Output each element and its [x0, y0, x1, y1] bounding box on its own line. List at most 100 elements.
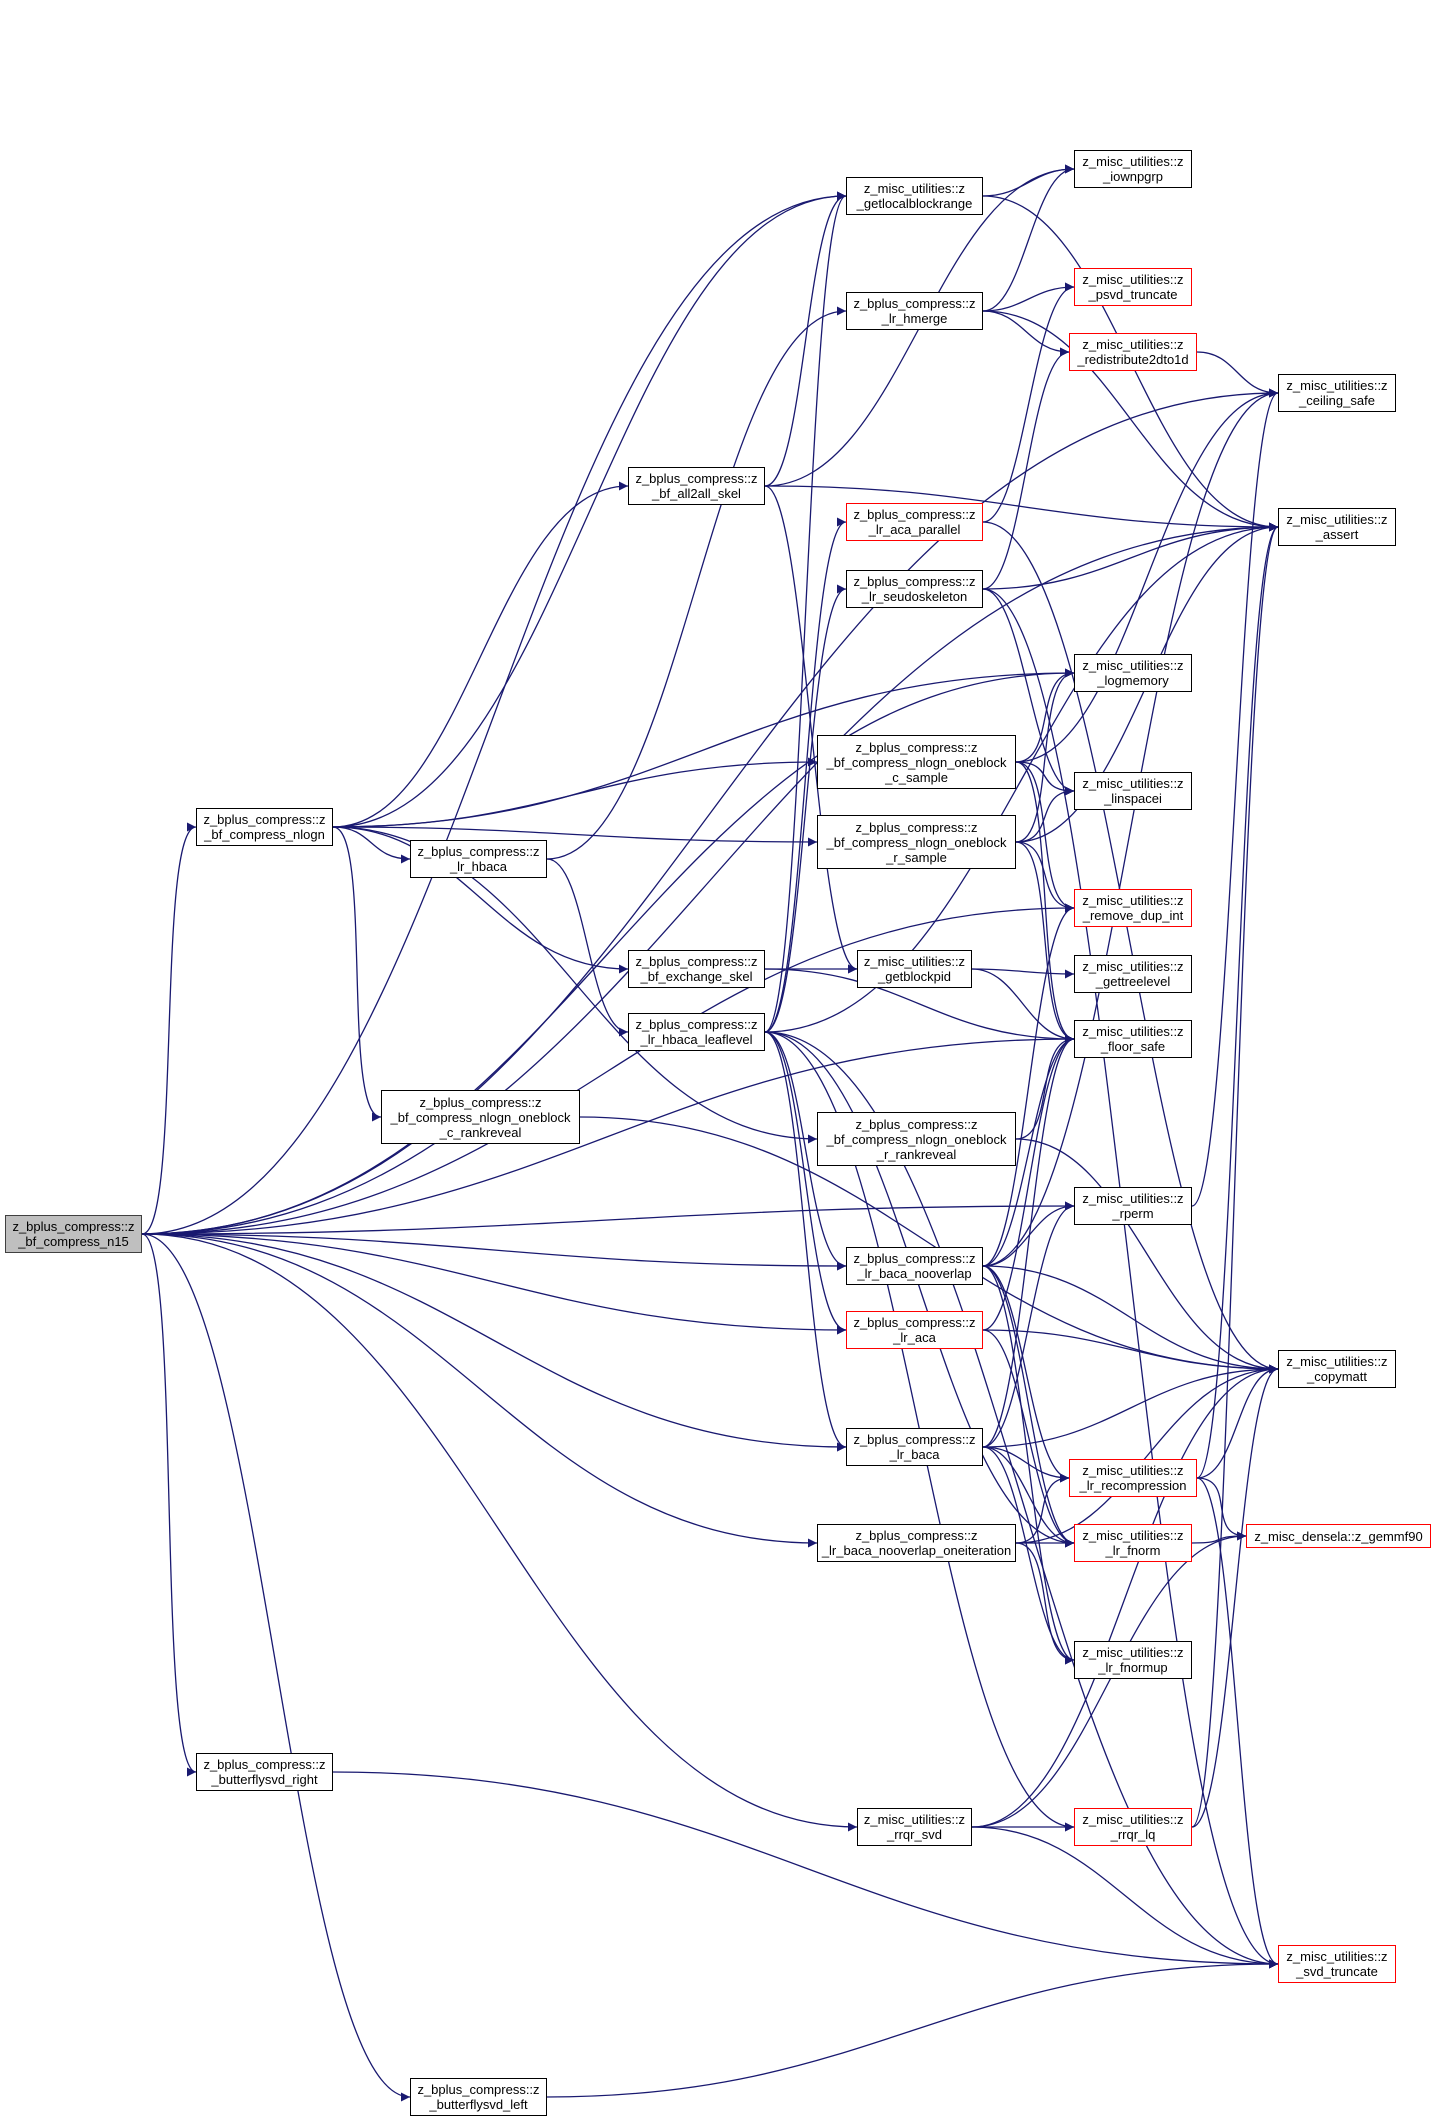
node-label: z_bplus_compress::z _lr_aca: [853, 1315, 976, 1345]
edge-nlogn-to-lr_hbaca: [332, 826, 411, 864]
node-gemmf90[interactable]: z_misc_densela::z_gemmf90: [1246, 1524, 1431, 1548]
node-gettreelevel[interactable]: z_misc_utilities::z _gettreelevel: [1074, 955, 1192, 993]
node-label: z_bplus_compress::z _butterflysvd_right: [203, 1757, 326, 1787]
edge-root-to-butterflysvd_left: [141, 1233, 411, 2102]
edge-hbaca_leaflevel-to-lr_fnorm: [764, 1031, 1075, 1548]
edge-rrqr_svd-to-copymatt: [971, 1364, 1279, 1828]
edge-nlogn-to-getlocalblockrange: [332, 191, 847, 828]
node-label: z_misc_utilities::z _rperm: [1082, 1191, 1184, 1221]
node-lr-aca-parallel[interactable]: z_bplus_compress::z _lr_aca_parallel: [846, 503, 983, 541]
node-butterflysvd-left[interactable]: z_bplus_compress::z _butterflysvd_left: [410, 2078, 547, 2116]
edge-hbaca_leaflevel-to-lr_seudoskeleton: [764, 584, 847, 1033]
edge-getblockpid-to-floor_safe: [971, 968, 1075, 1044]
edge-lr_hmerge-to-psvd_truncate: [982, 282, 1075, 312]
edge-lr_aca_parallel-to-psvd_truncate: [982, 282, 1075, 523]
edge-layer: [141, 164, 1279, 2102]
edge-redistribute2dto1d-to-ceiling_safe: [1196, 351, 1279, 398]
node-label: z_bplus_compress::z _lr_baca_nooverlap: [853, 1251, 976, 1281]
node-lr-hmerge[interactable]: z_bplus_compress::z _lr_hmerge: [846, 292, 983, 330]
node-linspacei[interactable]: z_misc_utilities::z _linspacei: [1074, 772, 1192, 810]
node-bf-exchange-skel[interactable]: z_bplus_compress::z _bf_exchange_skel: [628, 950, 765, 988]
node-redistribute2dto1d[interactable]: z_misc_utilities::z _redistribute2dto1d: [1069, 333, 1197, 371]
edge-root-to-baca_nooverlap_oneiteration: [141, 1233, 818, 1548]
edge-oneblock_c_sample-to-floor_safe: [1015, 761, 1075, 1044]
node-rperm[interactable]: z_misc_utilities::z _rperm: [1074, 1187, 1192, 1225]
node-lr-baca-nooverlap[interactable]: z_bplus_compress::z _lr_baca_nooverlap: [846, 1247, 983, 1285]
node-remove-dup-int[interactable]: z_misc_utilities::z _remove_dup_int: [1074, 889, 1192, 927]
edge-rrqr_svd-to-svd_truncate: [971, 1826, 1279, 1969]
edge-butterflysvd_left-to-svd_truncate: [546, 1959, 1279, 2098]
node-lr-recompression[interactable]: z_misc_utilities::z _lr_recompression: [1069, 1459, 1197, 1497]
edge-hbaca_leaflevel-to-lr_baca_nooverlap: [764, 1031, 847, 1271]
edge-root-to-lr_baca_nooverlap: [141, 1233, 847, 1271]
node-label: z_misc_utilities::z _logmemory: [1082, 658, 1184, 688]
edge-lr_baca-to-lr_recompression: [982, 1446, 1070, 1483]
node-psvd-truncate[interactable]: z_misc_utilities::z _psvd_truncate: [1074, 268, 1192, 306]
node-lr-hbaca-leaflevel[interactable]: z_bplus_compress::z _lr_hbaca_leaflevel: [628, 1013, 765, 1051]
node-label: z_misc_utilities::z _rrqr_svd: [863, 1812, 966, 1842]
node-label: z_misc_utilities::z _assert: [1286, 512, 1388, 542]
edge-lr_aca-to-floor_safe: [982, 1034, 1075, 1331]
node-label: z_misc_utilities::z _remove_dup_int: [1082, 893, 1184, 923]
edge-oneblock_c_sample-to-logmemory: [1015, 668, 1075, 763]
edge-nlogn-to-all2all_skel: [332, 481, 629, 828]
edge-root-to-assert: [141, 522, 1279, 1235]
node-svd-truncate[interactable]: z_misc_utilities::z _svd_truncate: [1278, 1945, 1396, 1983]
edge-butterflysvd_right-to-svd_truncate: [332, 1771, 1279, 1969]
edge-lr_recompression-to-gemmf90: [1196, 1477, 1247, 1541]
node-label: z_misc_utilities::z _gettreelevel: [1082, 959, 1184, 989]
node-butterflysvd-right[interactable]: z_bplus_compress::z _butterflysvd_right: [196, 1753, 333, 1791]
edge-getblockpid-to-gettreelevel: [971, 968, 1075, 979]
node-bf-all2all-skel[interactable]: z_bplus_compress::z _bf_all2all_skel: [628, 467, 765, 505]
node-lr-hbaca[interactable]: z_bplus_compress::z _lr_hbaca: [410, 840, 547, 878]
edge-lr_baca-to-floor_safe: [982, 1034, 1075, 1448]
node-rrqr-svd[interactable]: z_misc_utilities::z _rrqr_svd: [857, 1808, 972, 1846]
node-copymatt[interactable]: z_misc_utilities::z _copymatt: [1278, 1350, 1396, 1388]
node-ceiling-safe[interactable]: z_misc_utilities::z _ceiling_safe: [1278, 374, 1396, 412]
node-getlocalblockrange[interactable]: z_misc_utilities::z _getlocalblockrange: [846, 177, 983, 215]
node-label: z_bplus_compress::z _bf_all2all_skel: [635, 471, 758, 501]
edge-rrqr_lq-to-assert: [1191, 522, 1279, 1828]
node-lr-aca[interactable]: z_bplus_compress::z _lr_aca: [846, 1311, 983, 1349]
edge-lr_aca-to-copymatt: [982, 1329, 1279, 1374]
edge-hbaca_leaflevel-to-lr_aca_parallel: [764, 517, 847, 1033]
node-lr-seudoskeleton[interactable]: z_bplus_compress::z _lr_seudoskeleton: [846, 570, 983, 608]
edge-rrqr_lq-to-copymatt: [1191, 1364, 1279, 1828]
edge-root-to-getlocalblockrange: [141, 191, 847, 1235]
node-lr-fnorm[interactable]: z_misc_utilities::z _lr_fnorm: [1074, 1524, 1192, 1562]
node-label: z_misc_utilities::z _floor_safe: [1082, 1024, 1184, 1054]
edge-lr_hbaca-to-hbaca_leaflevel: [546, 858, 629, 1037]
edge-root-to-remove_dup_int: [141, 903, 1075, 1235]
node-root-bf-compress-n15: z_bplus_compress::z _bf_compress_n15: [5, 1215, 142, 1253]
edge-root-to-floor_safe: [141, 1034, 1075, 1235]
node-floor-safe[interactable]: z_misc_utilities::z _floor_safe: [1074, 1020, 1192, 1058]
node-label: z_misc_utilities::z _redistribute2dto1d: [1077, 337, 1189, 367]
edge-lr_recompression-to-svd_truncate: [1196, 1477, 1279, 1969]
node-rrqr-lq[interactable]: z_misc_utilities::z _rrqr_lq: [1074, 1808, 1192, 1846]
node-getblockpid[interactable]: z_misc_utilities::z _getblockpid: [857, 950, 972, 988]
node-oneblock-r-rankreveal[interactable]: z_bplus_compress::z _bf_compress_nlogn_o…: [817, 1112, 1016, 1166]
node-lr-baca[interactable]: z_bplus_compress::z _lr_baca: [846, 1428, 983, 1466]
node-bf-compress-nlogn[interactable]: z_bplus_compress::z _bf_compress_nlogn: [196, 808, 333, 846]
node-label: z_misc_utilities::z _rrqr_lq: [1082, 1812, 1184, 1842]
edge-lr_aca_parallel-to-copymatt: [982, 521, 1279, 1374]
edge-lr_baca_nooverlap-to-lr_fnorm: [982, 1265, 1075, 1548]
node-lr-fnormup[interactable]: z_misc_utilities::z _lr_fnormup: [1074, 1641, 1192, 1679]
edge-all2all_skel-to-getlocalblockrange: [764, 191, 847, 487]
node-oneblock-c-rankreveal[interactable]: z_bplus_compress::z _bf_compress_nlogn_o…: [381, 1090, 580, 1144]
edge-root-to-lr_baca: [141, 1233, 847, 1452]
edge-lr_baca_nooverlap-to-copymatt: [982, 1265, 1279, 1374]
node-logmemory[interactable]: z_misc_utilities::z _logmemory: [1074, 654, 1192, 692]
edge-root-to-nlogn: [141, 822, 197, 1235]
node-label: z_bplus_compress::z _lr_aca_parallel: [853, 507, 976, 537]
node-assert[interactable]: z_misc_utilities::z _assert: [1278, 508, 1396, 546]
node-oneblock-r-sample[interactable]: z_bplus_compress::z _bf_compress_nlogn_o…: [817, 815, 1016, 869]
node-baca-nooverlap-oneiteration[interactable]: z_bplus_compress::z _lr_baca_nooverlap_o…: [817, 1524, 1016, 1562]
node-oneblock-c-sample[interactable]: z_bplus_compress::z _bf_compress_nlogn_o…: [817, 735, 1016, 789]
edge-hbaca_leaflevel-to-lr_aca: [764, 1031, 847, 1335]
edge-all2all_skel-to-getblockpid: [764, 485, 858, 974]
edge-root-to-lr_aca: [141, 1233, 847, 1335]
edge-lr_hmerge-to-iownpgrp: [982, 164, 1075, 312]
node-label: z_bplus_compress::z _bf_compress_nlogn_o…: [826, 739, 1007, 785]
node-iownpgrp[interactable]: z_misc_utilities::z _iownpgrp: [1074, 150, 1192, 188]
